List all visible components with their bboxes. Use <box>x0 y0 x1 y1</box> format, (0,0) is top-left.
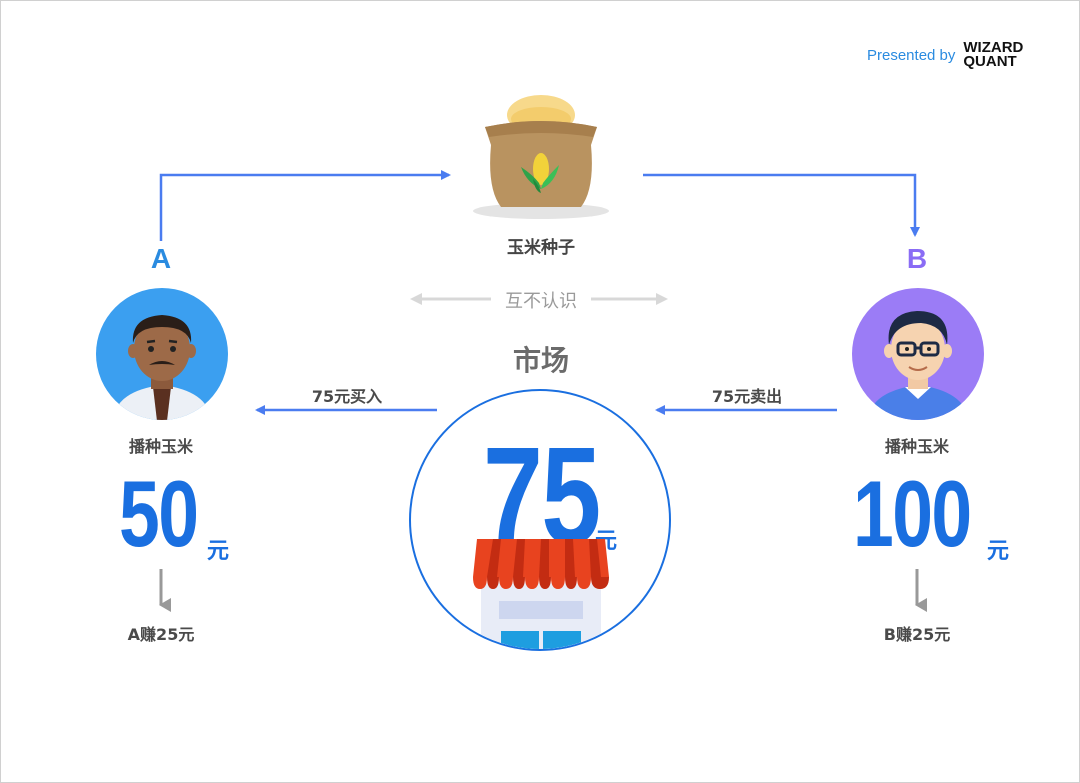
party-b-cost-value: 100 <box>853 461 972 566</box>
brand-line-2: QUANT <box>963 53 1017 70</box>
arrow-seed-to-b <box>643 173 920 237</box>
arrow-a-to-seed <box>159 170 451 241</box>
party-b-action: 播种玉米 <box>884 437 949 456</box>
party-b-trade-label: 75元卖出 <box>711 387 783 406</box>
party-a-trade-label: 75元买入 <box>311 387 383 406</box>
party-a-cost-value: 50 <box>119 461 199 566</box>
party-b-cost-unit: 元 <box>987 539 1010 564</box>
seed-bag-icon <box>473 95 609 219</box>
party-b-letter: B <box>906 243 928 274</box>
brand-logo: WIZARD QUANT <box>963 39 1024 70</box>
market-label: 市场 <box>512 344 569 377</box>
party-a-letter: A <box>150 243 172 274</box>
market-circle: 75 元 <box>409 389 671 651</box>
party-a-profit: A赚25元 <box>127 625 195 644</box>
brand-line-1: WIZARD <box>963 39 1024 56</box>
farmer-a-avatar <box>96 288 228 420</box>
farmer-b-avatar <box>852 288 984 420</box>
presented-by-text: Presented by <box>867 46 956 64</box>
no-contact-label: 互不认识 <box>505 291 577 312</box>
brand-block: Presented by WIZARD QUANT <box>867 39 1024 70</box>
party-a-cost-unit: 元 <box>207 539 230 564</box>
seed-label: 玉米种子 <box>507 238 575 258</box>
party-b-profit: B赚25元 <box>883 625 951 644</box>
party-a-action: 播种玉米 <box>128 437 193 456</box>
market-store-icon <box>473 539 609 649</box>
